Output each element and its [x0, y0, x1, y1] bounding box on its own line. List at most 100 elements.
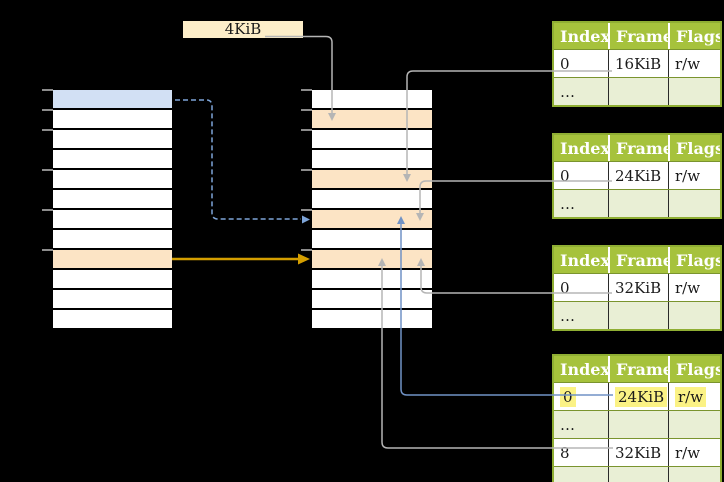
memory-row — [312, 230, 432, 250]
table-header-cell: Flags — [668, 356, 720, 382]
table-header-cell: Frame — [608, 356, 668, 382]
table-cell: 32KiB — [608, 439, 668, 466]
table-cell — [608, 302, 668, 329]
tick-mark — [301, 209, 312, 211]
table-header-cell: Flags — [668, 247, 720, 273]
arrowhead-right-icon — [302, 215, 310, 224]
table-cell: 0 — [554, 383, 608, 410]
memory-row — [312, 190, 432, 210]
tick-mark — [42, 209, 53, 211]
table-row: … — [554, 410, 720, 438]
table-row: … — [554, 301, 720, 329]
left-memory-column — [53, 90, 172, 330]
memory-row — [312, 150, 432, 170]
table-cell: r/w — [668, 162, 720, 189]
memory-row — [312, 110, 432, 130]
table-cell — [608, 411, 668, 438]
table-header-cell: Index — [560, 359, 608, 379]
tick-mark — [301, 109, 312, 111]
table-cell: … — [560, 82, 575, 101]
table-cell: … — [560, 415, 575, 434]
table-cell: … — [560, 471, 575, 482]
memory-row — [312, 170, 432, 190]
tick-mark — [301, 249, 312, 251]
page-size-box: 4KiB — [183, 21, 303, 38]
table-header-cell: Index — [560, 26, 608, 46]
table-cell: … — [560, 194, 575, 213]
memory-row — [312, 130, 432, 150]
table-cell — [608, 190, 668, 217]
memory-row — [53, 230, 172, 250]
table-cell: r/w — [668, 274, 720, 301]
table-cell: r/w — [668, 383, 720, 410]
table-row: 0 24KiB r/w — [554, 382, 720, 410]
memory-row — [53, 310, 172, 330]
table-row: … — [554, 466, 720, 482]
table-cell: 24KiB — [608, 383, 668, 410]
arrow-left-bluerow-to-middle-row7 — [175, 99, 301, 220]
table-header-cell: Flags — [668, 23, 720, 49]
middle-memory-column — [312, 90, 432, 330]
table-cell — [668, 190, 720, 217]
highlighted-value: 24KiB — [615, 386, 668, 407]
table-cell: 16KiB — [608, 50, 668, 77]
table-cell — [608, 467, 668, 482]
table-cell: r/w — [668, 50, 720, 77]
table-cell — [668, 411, 720, 438]
table-cell — [608, 78, 668, 105]
table-cell — [668, 78, 720, 105]
tick-mark — [42, 169, 53, 171]
tick-mark — [42, 129, 53, 131]
tick-mark — [42, 249, 53, 251]
tick-mark — [301, 169, 312, 171]
memory-row — [312, 90, 432, 110]
table-cell: 0 — [560, 166, 570, 185]
memory-row — [312, 270, 432, 290]
tick-mark — [301, 89, 312, 91]
highlighted-value: r/w — [675, 386, 707, 407]
table-cell — [668, 467, 720, 482]
memory-row — [312, 210, 432, 230]
tick-mark — [301, 129, 312, 131]
memory-row — [53, 290, 172, 310]
memory-row — [312, 310, 432, 330]
table-cell: … — [560, 306, 575, 325]
table-cell: 0 — [560, 54, 570, 73]
table-cell: 24KiB — [608, 162, 668, 189]
memory-row — [53, 250, 172, 270]
memory-row — [312, 250, 432, 270]
memory-row — [53, 190, 172, 210]
memory-row — [53, 270, 172, 290]
table-cell: 0 — [560, 278, 570, 297]
table-row: … — [554, 189, 720, 217]
table-header-cell: Index — [560, 250, 608, 270]
tick-mark — [42, 109, 53, 111]
memory-row — [312, 290, 432, 310]
tick-mark — [42, 89, 53, 91]
table-header-cell: Frame — [608, 23, 668, 49]
memory-row — [53, 110, 172, 130]
memory-row — [53, 90, 172, 110]
table-cell — [668, 302, 720, 329]
table-cell: 8 — [560, 443, 570, 462]
page-size-label: 4KiB — [224, 20, 262, 38]
memory-row — [53, 170, 172, 190]
table-header-cell: Frame — [608, 247, 668, 273]
memory-row — [53, 130, 172, 150]
table-header-cell: Frame — [608, 135, 668, 161]
arrowhead-right-icon — [298, 253, 310, 265]
memory-row — [53, 150, 172, 170]
table-header-cell: Index — [560, 138, 608, 158]
